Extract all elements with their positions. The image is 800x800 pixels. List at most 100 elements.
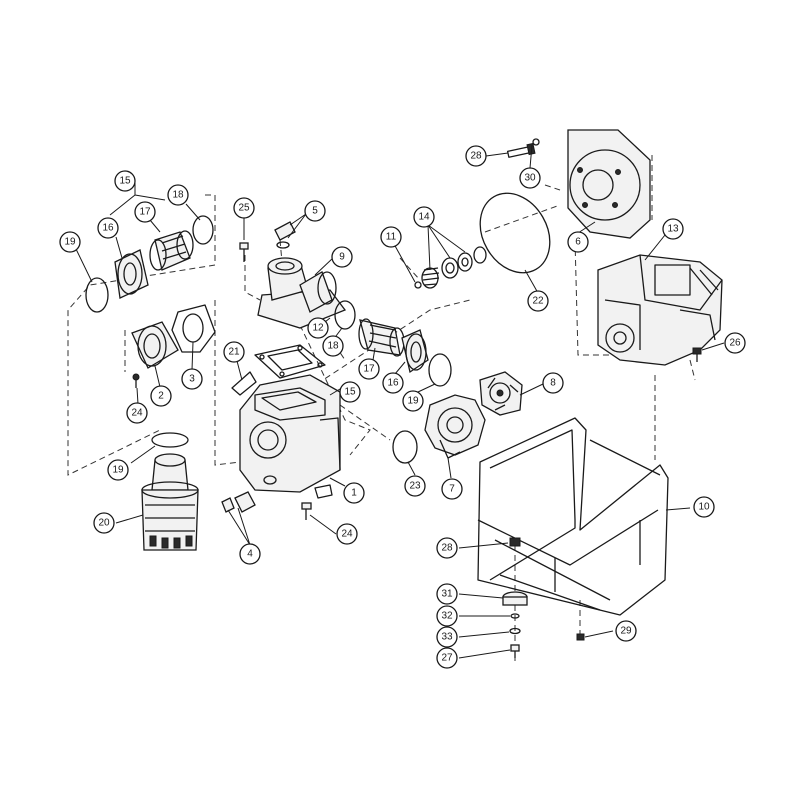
callout-20: 20 [93,512,115,534]
svg-text:6: 6 [575,237,581,248]
svg-text:27: 27 [441,653,453,664]
callout-5: 5 [304,200,326,222]
part-strainer [141,432,199,551]
svg-text:3: 3 [189,374,195,385]
svg-text:26: 26 [729,338,741,349]
svg-text:18: 18 [327,341,339,352]
callout-26: 26 [724,332,746,354]
svg-text:15: 15 [344,387,356,398]
callout-29: 29 [615,620,637,642]
svg-text:24: 24 [341,529,353,540]
callout-4: 4 [239,543,261,565]
part-flange-plate [567,129,651,239]
callout-27: 27 [436,647,458,669]
callout-13: 13 [662,218,684,240]
bolt-top [506,138,540,158]
callout-33: 33 [436,626,458,648]
part-small-bolt [239,242,249,262]
svg-text:14: 14 [418,212,430,223]
callout-7: 7 [441,478,463,500]
callout-1: 1 [343,482,365,504]
svg-text:20: 20 [98,518,110,529]
leader-lines [75,144,725,659]
svg-text:28: 28 [441,543,453,554]
part-pump-housing [239,374,341,499]
part-discharge-elbow [257,257,347,329]
callout-28: 28 [436,537,458,559]
part-small-gasket [231,371,257,396]
callout-17: 17 [358,358,380,380]
svg-text:17: 17 [139,207,151,218]
svg-text:31: 31 [441,589,453,600]
svg-text:4: 4 [247,549,253,560]
callout-12: 12 [307,317,329,339]
svg-text:19: 19 [64,237,76,248]
part-gasket-plate [254,344,326,379]
callout-18: 18 [322,335,344,357]
callout-19: 19 [59,231,81,253]
svg-text:18: 18 [172,190,184,201]
part-right-hose-assembly [334,300,452,387]
part-small-fittings [221,491,256,513]
callout-11: 11 [380,226,402,248]
callout-32: 32 [436,605,458,627]
part-filler-cap [274,221,296,249]
svg-text:11: 11 [386,232,397,243]
callout-14: 14 [413,206,435,228]
callout-16: 16 [97,217,119,239]
svg-text:24: 24 [131,408,143,419]
callout-19: 19 [107,459,129,481]
part-gasket-ring [479,192,551,274]
svg-text:22: 22 [532,296,544,307]
callout-8: 8 [542,372,564,394]
svg-text:1: 1 [351,488,357,499]
svg-text:19: 19 [112,465,124,476]
svg-text:13: 13 [667,224,679,235]
part-volute [424,394,486,459]
svg-text:21: 21 [228,347,240,358]
svg-text:5: 5 [312,206,318,217]
callout-2: 2 [150,385,172,407]
callout-23: 23 [404,475,426,497]
svg-text:25: 25 [238,203,250,214]
part-o-ring [392,430,418,464]
callout-21: 21 [223,341,245,363]
svg-text:9: 9 [339,252,345,263]
callout-9: 9 [331,246,353,268]
svg-text:16: 16 [102,223,114,234]
part-left-hose-assembly [85,215,214,313]
svg-text:15: 15 [119,176,131,187]
svg-text:32: 32 [441,611,453,622]
part-engine [597,254,723,366]
part-impeller [479,371,523,416]
svg-text:2: 2 [158,391,164,402]
svg-text:30: 30 [524,173,536,184]
callout-28: 28 [465,145,487,167]
svg-text:8: 8 [550,378,556,389]
callout-25: 25 [233,197,255,219]
svg-text:12: 12 [312,323,324,334]
callout-31: 31 [436,583,458,605]
callout-17: 17 [134,201,156,223]
callout-15: 15 [339,381,361,403]
callout-3: 3 [181,368,203,390]
callout-16: 16 [382,372,404,394]
callout-10: 10 [693,496,715,518]
callout-24: 24 [126,402,148,424]
callout-18: 18 [167,184,189,206]
callout-15: 15 [114,170,136,192]
bolt-lower [301,502,312,520]
svg-text:17: 17 [363,364,375,375]
part-frame [477,417,669,616]
callout-19: 19 [402,390,424,412]
assembly-dashed-lines [67,155,696,665]
part-suction-flange [131,304,216,388]
svg-text:29: 29 [620,626,632,637]
svg-text:7: 7 [449,484,455,495]
svg-text:19: 19 [407,396,419,407]
callouts: 28 30 6 13 15 18 17 16 19 25 5 9 11 14 2… [59,145,746,669]
callout-6: 6 [567,231,589,253]
callout-24: 24 [336,523,358,545]
bolt-26 [692,347,702,362]
